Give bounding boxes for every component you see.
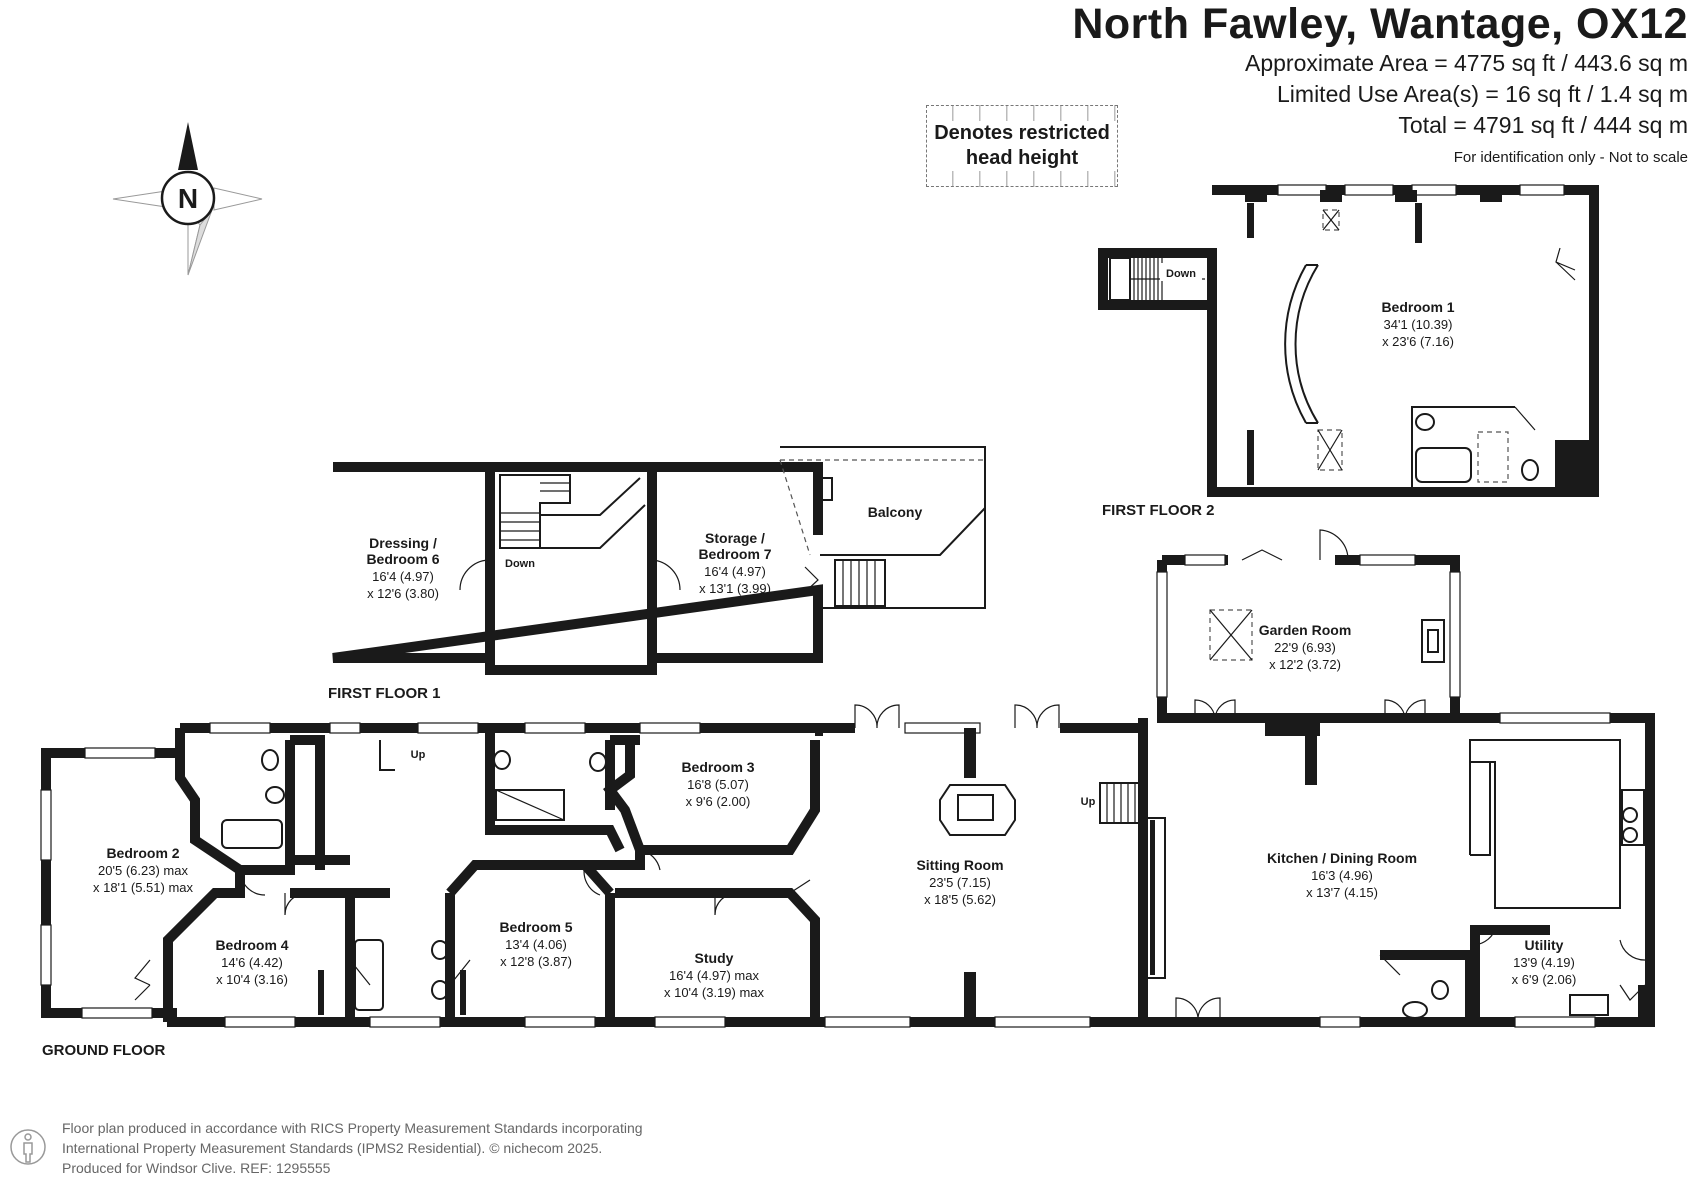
bedroom3-dim2: x 9'6 (2.00): [686, 794, 751, 809]
stairs-down-label-2: Down: [505, 558, 535, 570]
garden-labels: Garden Room 22'9 (6.93) x 12'2 (3.72): [1259, 622, 1352, 672]
dressing-labels: Dressing / Bedroom 6 16'4 (4.97) x 12'6 …: [366, 535, 439, 601]
study-name: Study: [695, 950, 734, 966]
kitchen-name: Kitchen / Dining Room: [1267, 850, 1417, 866]
bedroom3-name: Bedroom 3: [681, 759, 754, 775]
sitting-dim1: 23'5 (7.15): [929, 875, 991, 890]
sitting-labels: Sitting Room 23'5 (7.15) x 18'5 (5.62): [916, 857, 1003, 907]
bedroom1-name: Bedroom 1: [1381, 299, 1454, 315]
total-area: Total = 4791 sq ft / 444 sq m: [1398, 112, 1688, 138]
bedroom5-dim2: x 12'8 (3.87): [500, 954, 572, 969]
utility-name: Utility: [1525, 937, 1564, 953]
study-dim2: x 10'4 (3.19) max: [664, 985, 765, 1000]
first-floor-2-plan: Down: [1098, 184, 1599, 497]
stairs-up-label-hall: Up: [411, 749, 426, 761]
restricted-height-label: Denotes restricted head height: [927, 121, 1117, 171]
utility-labels: Utility 13'9 (4.19) x 6'9 (2.06): [1512, 937, 1577, 987]
bedroom5-labels: Bedroom 5 13'4 (4.06) x 12'8 (3.87): [499, 919, 572, 969]
dressing-name2: Bedroom 6: [366, 551, 439, 567]
bedroom1-dim1: 34'1 (10.39): [1384, 317, 1453, 332]
bedroom1-labels: Bedroom 1 34'1 (10.39) x 23'6 (7.16): [1381, 299, 1454, 349]
utility-dim2: x 6'9 (2.06): [1512, 972, 1577, 987]
footer-text: Floor plan produced in accordance with R…: [62, 1118, 643, 1178]
balcony-name: Balcony: [868, 504, 923, 520]
stairs-up-label-sitting: Up: [1081, 796, 1096, 808]
storage-dim1: 16'4 (4.97): [704, 564, 766, 579]
ground-floor-label: GROUND FLOOR: [42, 1042, 165, 1059]
stairs-down-label: Down: [1166, 268, 1196, 280]
restricted-height-legend: Denotes restricted head height: [926, 105, 1118, 187]
bedroom4-dim2: x 10'4 (3.16): [216, 972, 288, 987]
person-icon: [10, 1129, 46, 1165]
bedroom5-name: Bedroom 5: [499, 919, 572, 935]
bedroom2-dim2: x 18'1 (5.51) max: [93, 880, 194, 895]
kitchen-labels: Kitchen / Dining Room 16'3 (4.96) x 13'7…: [1267, 850, 1417, 900]
utility-dim1: 13'9 (4.19): [1513, 955, 1575, 970]
sitting-dim2: x 18'5 (5.62): [924, 892, 996, 907]
footer-line2: International Property Measurement Stand…: [62, 1140, 603, 1156]
dressing-dim2: x 12'6 (3.80): [367, 586, 439, 601]
first-floor-1-plan: Down: [332, 446, 986, 675]
ground-floor-plan: Up: [40, 704, 1655, 1028]
identification-note: For identification only - Not to scale: [1453, 149, 1688, 166]
first-floor-2-label: FIRST FLOOR 2: [1102, 502, 1215, 519]
bedroom2-name: Bedroom 2: [106, 845, 179, 861]
bedroom4-dim1: 14'6 (4.42): [221, 955, 283, 970]
bedroom1-dim2: x 23'6 (7.16): [1382, 334, 1454, 349]
bedroom2-dim1: 20'5 (6.23) max: [98, 863, 188, 878]
garden-dim1: 22'9 (6.93): [1274, 640, 1336, 655]
garden-dim2: x 12'2 (3.72): [1269, 657, 1341, 672]
bedroom3-dim1: 16'8 (5.07): [687, 777, 749, 792]
kitchen-dim2: x 13'7 (4.15): [1306, 885, 1378, 900]
study-labels: Study 16'4 (4.97) max x 10'4 (3.19) max: [664, 950, 765, 1000]
storage-name2: Bedroom 7: [698, 546, 771, 562]
approx-area: Approximate Area = 4775 sq ft / 443.6 sq…: [1244, 50, 1688, 76]
bedroom4-labels: Bedroom 4 14'6 (4.42) x 10'4 (3.16): [215, 937, 288, 987]
dressing-dim1: 16'4 (4.97): [372, 569, 434, 584]
first-floor-1-label: FIRST FLOOR 1: [328, 685, 441, 702]
kitchen-dim1: 16'3 (4.96): [1311, 868, 1373, 883]
sitting-name: Sitting Room: [916, 857, 1003, 873]
bedroom4-name: Bedroom 4: [215, 937, 288, 953]
study-dim1: 16'4 (4.97) max: [669, 968, 759, 983]
garden-name: Garden Room: [1259, 622, 1352, 638]
bedroom2-labels: Bedroom 2 20'5 (6.23) max x 18'1 (5.51) …: [93, 845, 194, 895]
limited-use-area: Limited Use Area(s) = 16 sq ft / 1.4 sq …: [1277, 81, 1688, 107]
bedroom5-dim1: 13'4 (4.06): [505, 937, 567, 952]
footer-line1: Floor plan produced in accordance with R…: [62, 1120, 643, 1136]
dressing-name1: Dressing /: [369, 535, 437, 551]
compass-icon: N: [112, 122, 263, 276]
footer-line3: Produced for Windsor Clive. REF: 1295555: [62, 1160, 331, 1176]
storage-dim2: x 13'1 (3.99): [699, 581, 771, 596]
property-title: North Fawley, Wantage, OX12: [1072, 0, 1688, 48]
compass-north-label: N: [178, 183, 198, 214]
storage-name1: Storage /: [705, 530, 765, 546]
bedroom3-labels: Bedroom 3 16'8 (5.07) x 9'6 (2.00): [681, 759, 754, 809]
storage-labels: Storage / Bedroom 7 16'4 (4.97) x 13'1 (…: [698, 530, 771, 596]
